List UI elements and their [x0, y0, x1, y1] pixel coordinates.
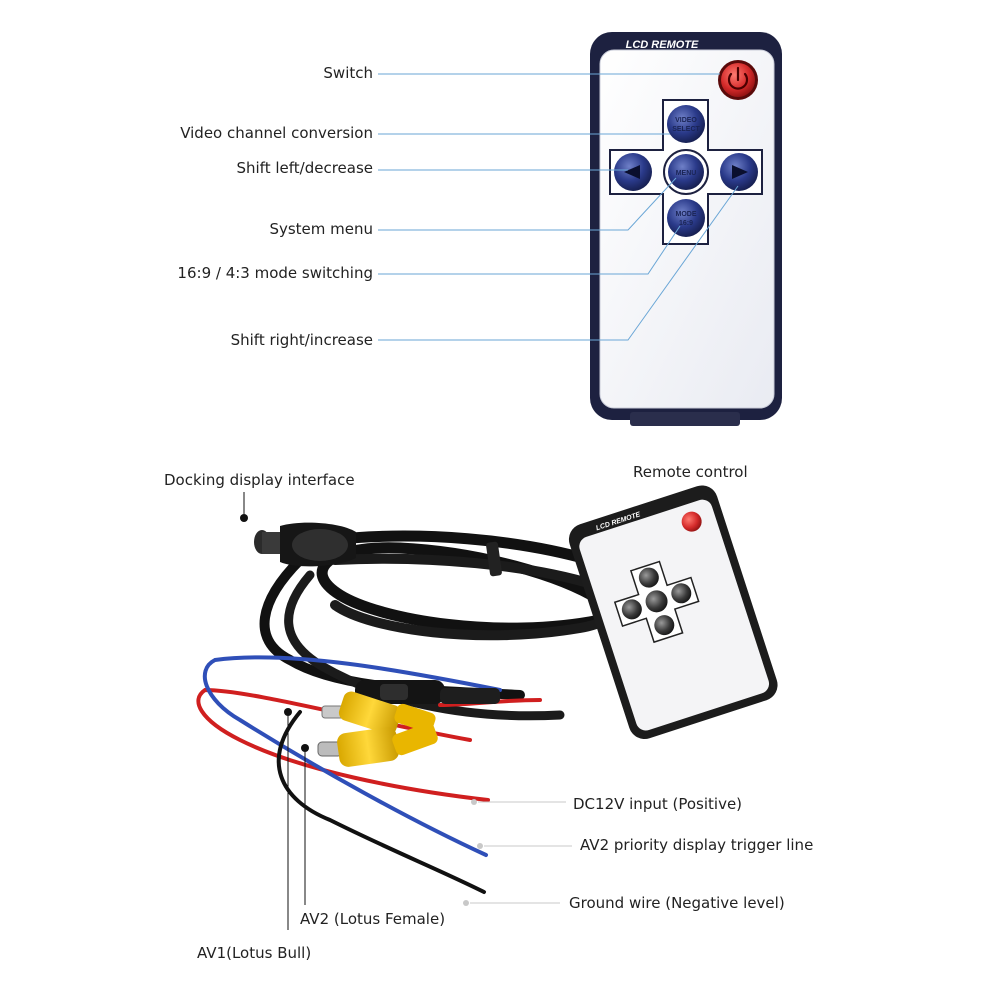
label-av2-trigger: AV2 priority display trigger line: [580, 836, 814, 854]
connector-neck: [262, 532, 282, 554]
leader-menu: [378, 177, 677, 231]
dot-docking: [240, 514, 248, 522]
remote-battery-tab: [630, 412, 740, 426]
video-select-button[interactable]: [667, 105, 705, 143]
dot-dc12v: [471, 799, 477, 805]
label-shift-left: Shift left/decrease: [236, 159, 373, 177]
small-left-button[interactable]: [619, 597, 644, 622]
mode-button-label-2: 16:9: [679, 220, 693, 227]
label-switch: Switch: [323, 64, 373, 82]
large-remote: LCD REMOTE VIDEO SELECT MENU MODE 16:9: [590, 32, 782, 426]
wire-blue: [202, 655, 502, 857]
label-docking: Docking display interface: [164, 471, 355, 489]
small-power-button[interactable]: [679, 509, 704, 534]
inline-connector: [355, 680, 500, 704]
menu-button-label: MENU: [676, 170, 697, 177]
label-shift-right: Shift right/increase: [230, 331, 373, 349]
mode-button-label: MODE: [676, 211, 697, 218]
mode-button[interactable]: [667, 199, 705, 237]
remote-title: LCD REMOTE: [626, 39, 699, 51]
cable-coil-1: [316, 530, 639, 634]
leader-mode: [378, 225, 681, 275]
dot-trigger: [477, 843, 483, 849]
video-select-label: VIDEO: [675, 117, 697, 124]
label-remote-control: Remote control: [633, 463, 748, 481]
small-remote: LCD REMOTE: [568, 485, 778, 740]
label-system-menu: System menu: [269, 220, 373, 238]
label-dc12v: DC12V input (Positive): [573, 795, 743, 813]
label-video-channel: Video channel conversion: [180, 124, 373, 142]
small-up-button[interactable]: [636, 565, 661, 590]
dot-av2: [301, 744, 309, 752]
cable-tie: [486, 541, 502, 577]
power-icon: [727, 66, 749, 90]
video-select-label-2: SELECT: [672, 126, 700, 133]
label-ground: Ground wire (Negative level): [569, 894, 785, 912]
rca-av2-female: [317, 722, 438, 767]
cable-lead-2: [284, 570, 565, 721]
bottom-leader-lines: [240, 492, 572, 930]
arrow-left-icon: [624, 165, 640, 179]
top-leader-lines: [378, 73, 739, 341]
wire-black: [276, 710, 486, 894]
dot-ground: [463, 900, 469, 906]
label-av1: AV1(Lotus Bull): [197, 944, 312, 962]
menu-button[interactable]: [668, 154, 704, 190]
small-menu-button[interactable]: [643, 587, 671, 615]
label-av2: AV2 (Lotus Female): [300, 910, 446, 928]
small-down-button[interactable]: [652, 613, 677, 638]
arrow-right-icon: [732, 165, 748, 179]
small-right-button[interactable]: [669, 581, 694, 606]
label-mode-switching: 16:9 / 4:3 mode switching: [177, 264, 373, 282]
leader-right: [378, 185, 739, 341]
dot-av1: [284, 708, 292, 716]
connector-highlight: [292, 529, 348, 561]
